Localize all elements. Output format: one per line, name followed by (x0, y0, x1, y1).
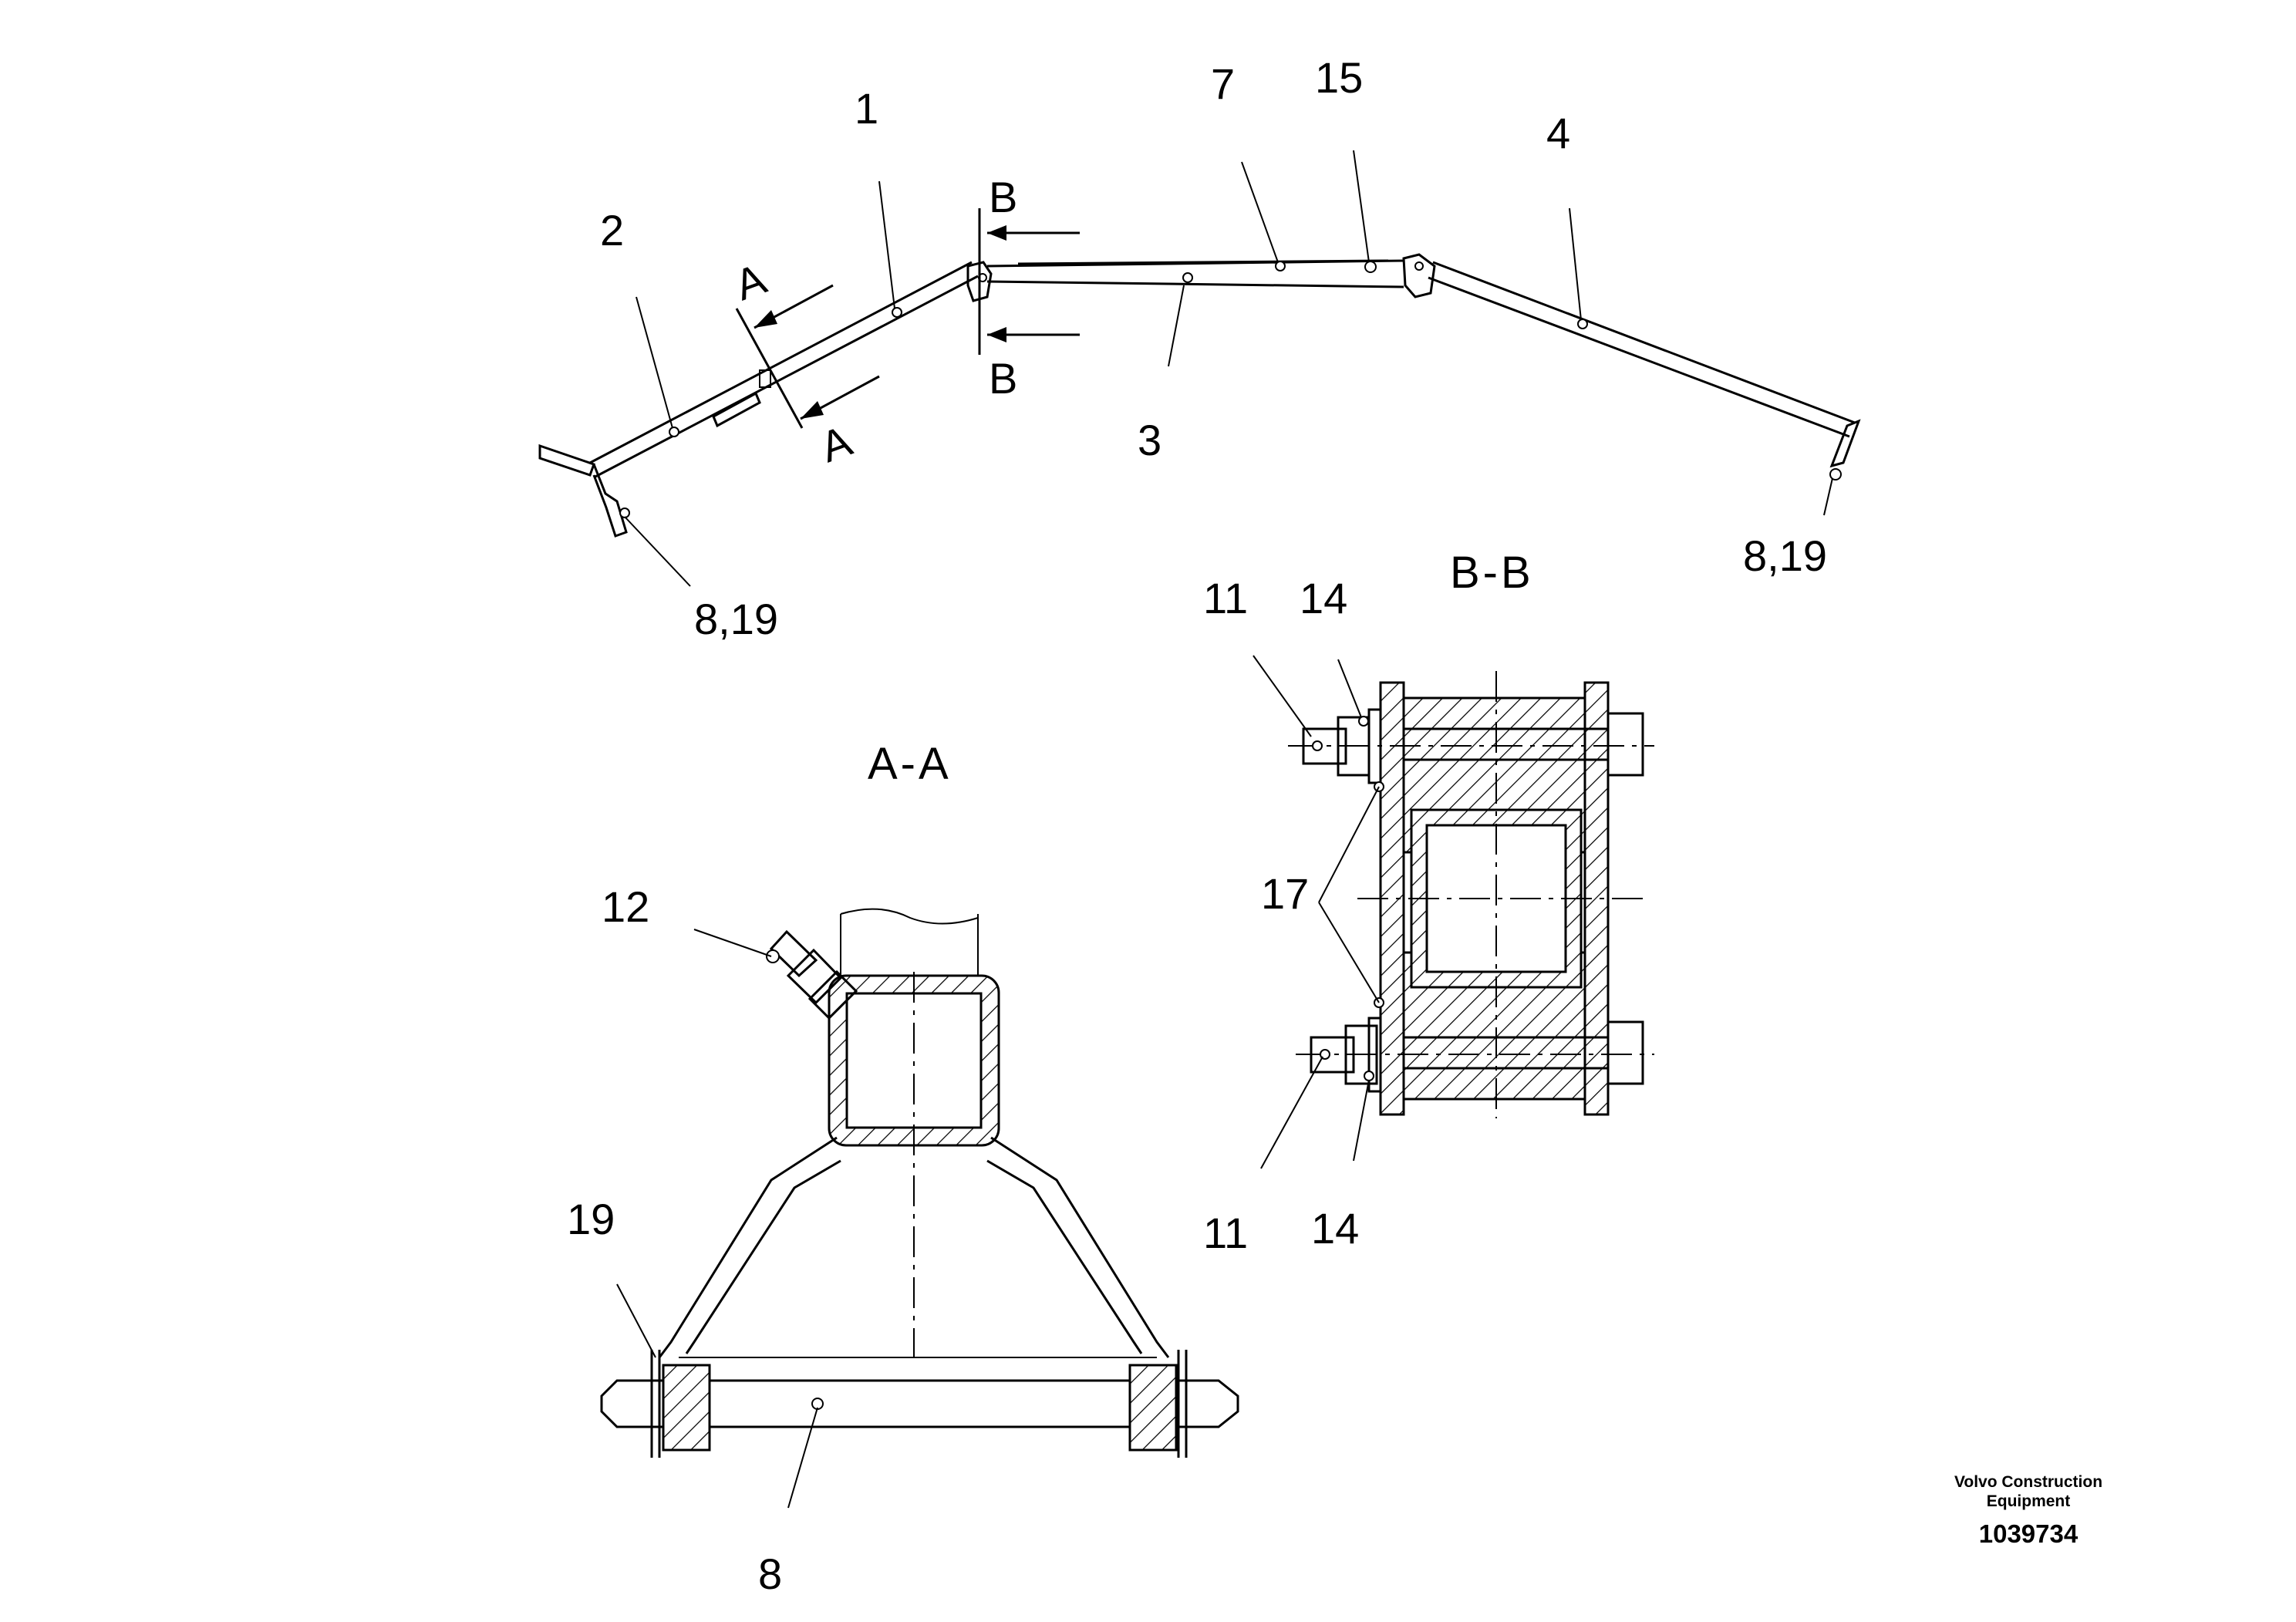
left-end-stub (538, 443, 630, 538)
stamp-number: 1039734 (1979, 1519, 2079, 1548)
bb-callout-14-bottom: 14 (1311, 1204, 1359, 1253)
section-b-b: B-B (1203, 548, 1654, 1257)
section-b-b-title: B-B (1450, 548, 1534, 598)
section-cut-b: B B (978, 173, 1080, 403)
volvo-stamp: Volvo Construction Equipment 1039734 (1954, 1473, 2102, 1548)
section-a-a-title: A-A (868, 739, 952, 789)
callout-1: 1 (855, 84, 878, 133)
right-tube-part-4 (1428, 261, 1861, 481)
callout-15: 15 (1315, 53, 1363, 102)
bb-callout-14-top: 14 (1300, 574, 1347, 622)
cut-a-top-label: A (729, 254, 773, 309)
callout-8-19-left: 8,19 (694, 595, 778, 643)
middle-tube-part-3 (986, 259, 1404, 288)
grease-nipple (766, 929, 858, 1020)
pin (600, 1350, 1239, 1458)
bb-callout-11-top: 11 (1203, 574, 1248, 622)
callout-12: 12 (602, 882, 649, 931)
callout-8: 8 (758, 1549, 782, 1598)
stamp-line1: Volvo Construction (1954, 1473, 2102, 1491)
bracket (658, 1136, 1170, 1358)
cut-b-bottom-label: B (989, 354, 1017, 403)
section-cut-a: A A (729, 254, 880, 471)
bb-callout-17: 17 (1261, 869, 1309, 918)
callout-7: 7 (1211, 59, 1235, 108)
right-joint (1402, 253, 1436, 298)
bb-top-bolt (1288, 708, 1654, 784)
stamp-line2: Equipment (1987, 1492, 2071, 1510)
callout-3: 3 (1138, 416, 1161, 464)
bb-callout-11-bottom: 11 (1203, 1209, 1248, 1257)
section-a-a: A-A 12 (567, 739, 1239, 1598)
top-leaders (624, 150, 1833, 587)
callout-2: 2 (600, 206, 624, 255)
top-view-assembly: A A B B 1 2 3 4 7 15 (538, 53, 1861, 643)
callout-4: 4 (1546, 109, 1570, 157)
callout-8-19-right: 8,19 (1743, 531, 1827, 580)
cut-b-top-label: B (989, 173, 1017, 221)
left-tube-part-1-2 (589, 261, 979, 478)
cut-a-bottom-label: A (814, 416, 858, 471)
bb-bottom-bolt (1296, 781, 1654, 1093)
callout-19: 19 (567, 1195, 615, 1243)
